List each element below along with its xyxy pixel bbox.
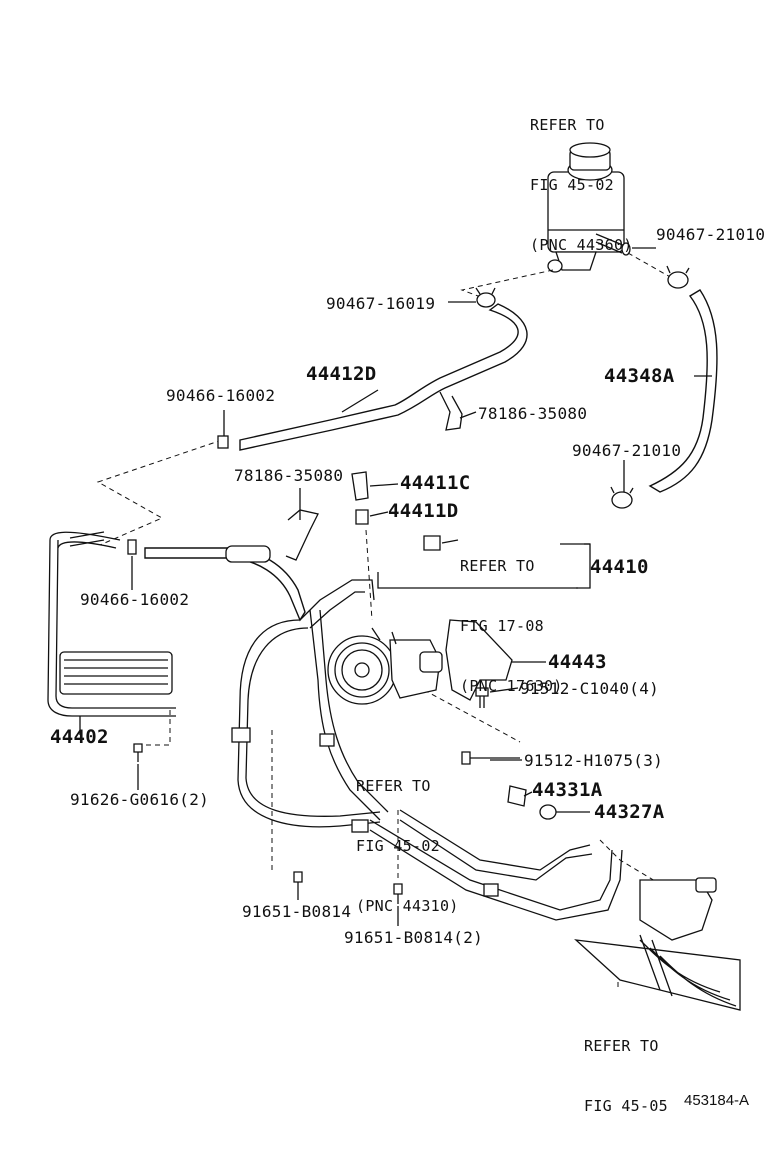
switch-reference-line2: FIG 17-08	[460, 617, 544, 635]
pressure-line-c	[299, 579, 362, 621]
gear-line-b	[369, 829, 623, 921]
pump-reference-line1: REFER TO	[356, 777, 431, 795]
switch-reference-line1: REFER TO	[460, 557, 535, 575]
line-clamp-c	[351, 819, 369, 833]
reservoir-reference-line3: (PNC 44360)	[530, 236, 633, 254]
gear-line-c	[399, 809, 591, 871]
pressure-line-f	[319, 609, 389, 813]
part-label-44411c: 44411C	[400, 472, 471, 494]
clamp-90466-16002-b	[127, 539, 137, 555]
switch-reference: REFER TO FIG 17-08 (PNC 17630)	[460, 516, 563, 736]
switch-reference-line3: (PNC 17630)	[460, 677, 563, 695]
union-bolt-44331a	[507, 785, 527, 807]
gear-line-a	[369, 819, 613, 911]
hose-clip-lower	[285, 509, 319, 561]
part-label-90467-16019: 90467-16019	[326, 294, 436, 313]
part-label-91626-g0616: 91626-G0616(2)	[70, 790, 210, 809]
hose-fitting-44411c	[351, 471, 369, 501]
clamp-90467-21010-lower	[610, 486, 634, 509]
part-label-91651-b0814-single: 91651-B0814	[242, 902, 352, 921]
bolt-91512-c1040	[475, 687, 489, 708]
part-label-91512-h1075: 91512-H1075(3)	[524, 751, 664, 770]
gear-reference-line2: FIG 45-05	[584, 1097, 668, 1115]
bracket-line-44410	[576, 543, 591, 589]
part-label-44348a: 44348A	[604, 365, 675, 387]
part-label-44411d: 44411D	[388, 500, 459, 522]
line-clamp-b	[319, 733, 335, 747]
leader-44410	[377, 572, 578, 589]
clamp-90467-16019	[475, 287, 496, 308]
part-label-90466-16002-upper: 90466-16002	[166, 386, 276, 405]
bolt-91626-g0616	[133, 743, 143, 762]
bolt-91512-h1075	[461, 751, 520, 765]
pump-reference-line3: (PNC 44310)	[356, 897, 459, 915]
reservoir-reference-line1: REFER TO	[530, 116, 605, 134]
pump-bracket-44443	[445, 619, 513, 701]
parts-diagram: REFER TO FIG 45-02 (PNC 44360) REFER TO …	[47, 75, 765, 1115]
steering-gear	[574, 877, 741, 1011]
pump-reference-line2: FIG 45-02	[356, 837, 440, 855]
line-clamp-d	[483, 883, 499, 897]
pressure-line-b	[245, 627, 381, 817]
bolt-91651-b0814-b	[393, 883, 403, 904]
line-clamp-a	[231, 727, 251, 743]
part-label-91651-b0814-pair: 91651-B0814(2)	[344, 928, 484, 947]
pressure-switch	[423, 535, 441, 551]
reservoir-reference: REFER TO FIG 45-02 (PNC 44360)	[530, 75, 633, 295]
reservoir-tank	[547, 142, 631, 273]
part-label-44331a: 44331A	[532, 779, 603, 801]
part-label-78186-35080-lower: 78186-35080	[234, 466, 344, 485]
gear-reference: REFER TO FIG 45-05	[584, 996, 668, 1156]
return-hose-44412d	[239, 303, 528, 451]
part-label-90467-21010-lower: 90467-21010	[572, 441, 682, 460]
clamp-90466-16002-a	[217, 435, 229, 449]
gasket-44327a	[539, 804, 557, 820]
pressure-line-d	[309, 591, 365, 629]
pressure-line-a	[237, 619, 381, 828]
gear-reference-line1: REFER TO	[584, 1037, 659, 1055]
part-label-44327a: 44327A	[594, 801, 665, 823]
part-label-90466-16002-lower: 90466-16002	[80, 590, 190, 609]
bolt-91651-b0814-a	[293, 871, 303, 892]
gear-line-d	[399, 819, 593, 881]
part-label-90467-21010-upper: 90467-21010	[656, 225, 765, 244]
hose-sleeve	[225, 545, 271, 563]
part-label-44412d: 44412D	[306, 363, 377, 385]
hose-clip-upper	[439, 391, 463, 431]
pump-reference: REFER TO FIG 45-02 (PNC 44310)	[356, 736, 459, 956]
part-label-44402: 44402	[50, 726, 109, 748]
oil-cooler-44402	[47, 531, 176, 717]
reservoir-reference-line2: FIG 45-02	[530, 176, 614, 194]
clamp-90467-21010-upper	[666, 265, 690, 289]
diagram-code: 453184-A	[684, 1092, 750, 1109]
diagram-artwork	[47, 142, 741, 1011]
part-label-91512-c1040: 91512-C1040(4)	[520, 679, 660, 698]
part-label-78186-35080-upper: 78186-35080	[478, 404, 588, 423]
part-label-44410: 44410	[590, 556, 649, 578]
power-steering-pump	[327, 579, 443, 705]
hose-fitting-44411d	[355, 509, 369, 525]
return-hose-44348a	[648, 289, 718, 493]
part-label-44443: 44443	[548, 651, 607, 673]
